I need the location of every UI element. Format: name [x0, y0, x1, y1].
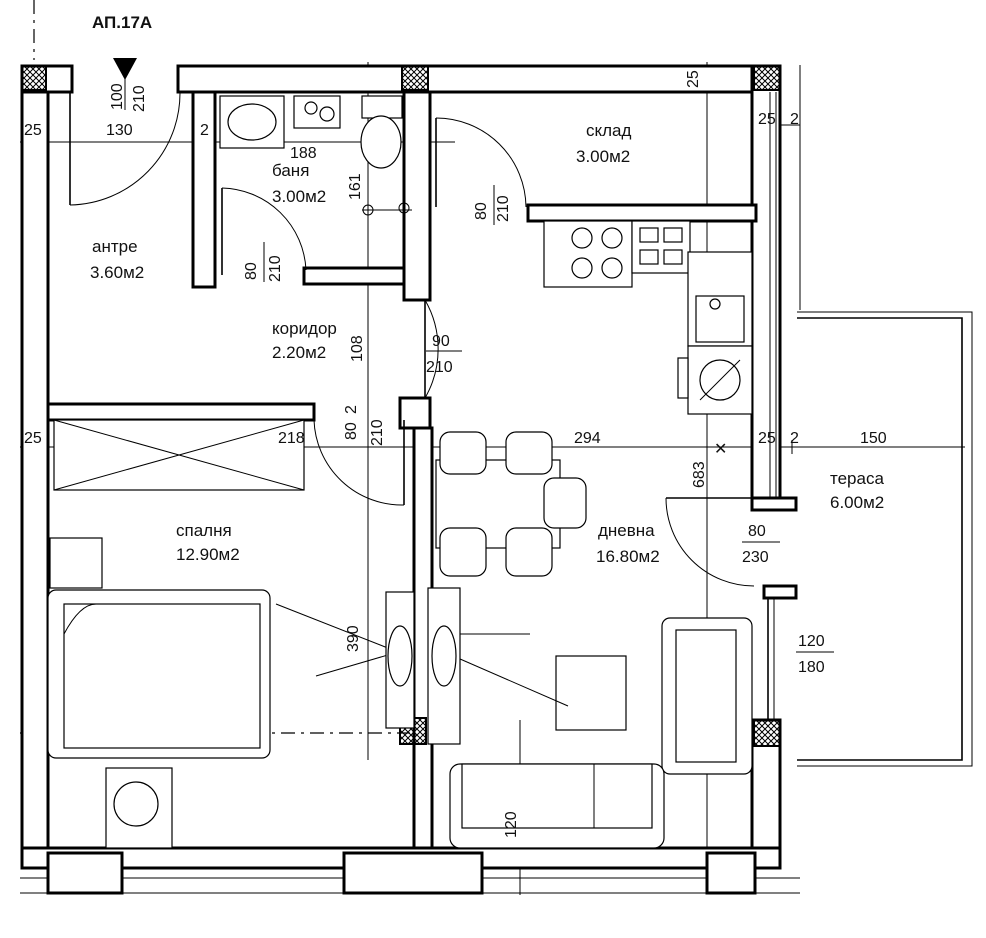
- bedroom-furniture: [47, 419, 415, 849]
- doors: [69, 58, 755, 587]
- dim-label: 230: [742, 549, 769, 566]
- dim-label: 390: [345, 625, 362, 652]
- dim-label: 80: [243, 262, 260, 280]
- dim-label: 2: [200, 122, 209, 139]
- room-dnevna-area: 16.80м2: [596, 547, 660, 566]
- dining-set: [435, 431, 587, 577]
- dim-label: 210: [131, 85, 148, 112]
- living-furniture: [427, 587, 753, 849]
- room-koridor-area: 2.20м2: [272, 343, 326, 362]
- dim-label: 210: [495, 195, 512, 222]
- dim-label: 80: [473, 202, 490, 220]
- room-labels: антре 3.60м2 баня 3.00м2 склад 3.00м2 ко…: [90, 121, 884, 566]
- dim-label: 683: [691, 461, 708, 488]
- dim-label: 188: [290, 145, 317, 162]
- room-spalnya-name: спалня: [176, 521, 232, 540]
- dim-label: 2: [343, 405, 360, 414]
- room-terasa-name: тераса: [830, 469, 884, 488]
- dim-label: 2: [790, 430, 799, 447]
- dim-label: 90: [432, 333, 450, 350]
- dim-label: 210: [369, 419, 386, 446]
- room-terasa-area: 6.00м2: [830, 493, 884, 512]
- dim-label: 150: [860, 430, 887, 447]
- room-banya-area: 3.00м2: [272, 187, 326, 206]
- dim-label: 130: [106, 122, 133, 139]
- dim-label: 25: [24, 430, 42, 447]
- dim-label: 108: [349, 335, 366, 362]
- dim-label: 120: [798, 633, 825, 650]
- room-sklad-name: склад: [586, 121, 632, 140]
- room-antre-area: 3.60м2: [90, 263, 144, 282]
- plan-title: АП.17А: [92, 13, 152, 32]
- dim-label: 161: [347, 173, 364, 200]
- dim-label: 80: [343, 422, 360, 440]
- room-sklad-area: 3.00м2: [576, 147, 630, 166]
- dim-label: 2: [790, 111, 799, 128]
- dim-label: 25: [758, 111, 776, 128]
- room-spalnya-area: 12.90м2: [176, 545, 240, 564]
- kitchen: [543, 220, 753, 415]
- dim-label: 210: [267, 255, 284, 282]
- dimension-labels: 25 130 2 25 25 2 188 161 100 210 80 210 …: [24, 70, 887, 838]
- room-dnevna-name: дневна: [598, 521, 655, 540]
- dim-label: 100: [109, 83, 126, 110]
- dim-label: 80: [748, 523, 766, 540]
- cross-marker-icon: ✕: [714, 441, 727, 458]
- dim-label: 25: [24, 122, 42, 139]
- room-banya-name: баня: [272, 161, 309, 180]
- dim-label: 120: [503, 811, 520, 838]
- dim-label: 210: [426, 359, 453, 376]
- dim-label: 294: [574, 430, 601, 447]
- dim-label: 25: [685, 70, 702, 88]
- dim-label: 25: [758, 430, 776, 447]
- bathroom-fixtures: [219, 95, 412, 216]
- dim-label: 180: [798, 659, 825, 676]
- room-antre-name: антре: [92, 237, 138, 256]
- windows: [767, 92, 777, 720]
- room-koridor-name: коридор: [272, 319, 337, 338]
- terrace-railing: [797, 311, 973, 767]
- dim-label: 218: [278, 430, 305, 447]
